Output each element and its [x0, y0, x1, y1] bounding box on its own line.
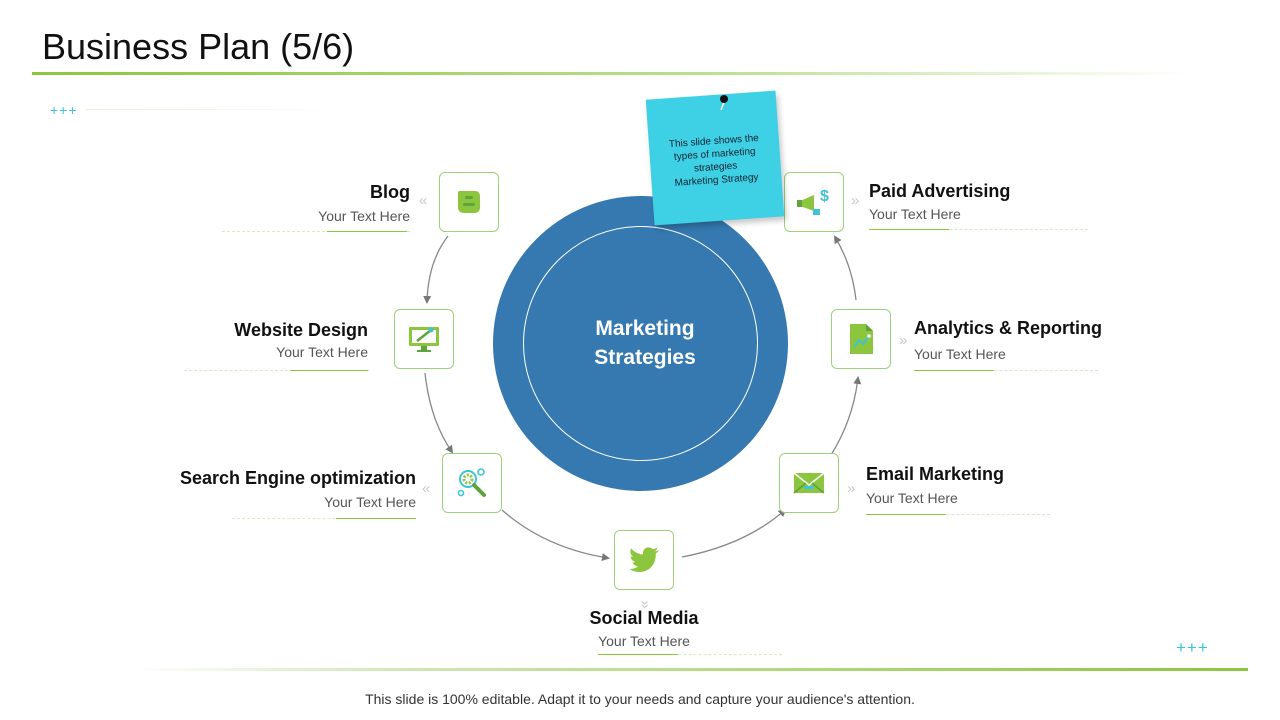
blog-label: Blog — [370, 182, 410, 202]
seo-underline — [232, 518, 416, 519]
plus-marks-top: +++ — [50, 102, 78, 118]
paid-advertising-label: Paid Advertising — [869, 181, 1011, 201]
slide-title: Business Plan (5/6) — [42, 26, 355, 67]
paid-advertising-icon-box[interactable]: $ — [784, 172, 844, 232]
sticky-note: This slide shows the types of marketing … — [645, 90, 785, 226]
analytics-icon-box[interactable] — [831, 309, 891, 369]
megaphone-dollar-icon: $ — [797, 188, 829, 215]
email-marketing-subtext: Your Text Here — [866, 490, 958, 506]
arrow-social-to-email — [681, 508, 787, 558]
sticky-note-text: This slide shows the types of marketing … — [649, 131, 782, 192]
arrow-seo-to-social — [501, 509, 610, 562]
website-design-subtext: Your Text Here — [276, 344, 368, 360]
seo-icon-box[interactable] — [442, 453, 502, 513]
footer-text: This slide is 100% editable. Adapt it to… — [365, 691, 915, 707]
pushpin-icon — [720, 95, 728, 111]
social-media-label: Social Media — [589, 608, 699, 628]
blog-icon-box[interactable] — [439, 172, 499, 232]
twitter-bird-icon — [629, 547, 659, 572]
email-marketing-chevron-icon: » — [847, 480, 856, 497]
analytics-underline — [914, 370, 1098, 371]
website-design-icon-box[interactable] — [394, 309, 454, 369]
seo-chevron-icon: « — [422, 480, 431, 497]
analytics-subtext: Your Text Here — [914, 346, 1006, 362]
bottom-rule — [130, 668, 1248, 671]
envelope-icon — [793, 472, 825, 494]
analytics-document-icon — [850, 324, 873, 354]
social-media-icon-box[interactable] — [614, 530, 674, 590]
social-media-subtext: Your Text Here — [598, 633, 690, 649]
blog-icon — [458, 191, 480, 213]
email-marketing-icon-box[interactable] — [779, 453, 839, 513]
paid-advertising-chevron-icon: » — [851, 192, 860, 209]
seo-search-icon — [457, 468, 486, 497]
website-design-label: Website Design — [234, 320, 368, 340]
blog-chevron-icon: « — [419, 192, 428, 209]
title-underline — [32, 72, 1192, 75]
arrow-blog-to-website — [423, 235, 449, 304]
center-title: Marketing Strategies — [560, 314, 730, 372]
arrow-website-to-seo — [424, 372, 454, 454]
arrow-email-to-analytics — [830, 376, 862, 456]
social-media-underline — [598, 654, 782, 655]
email-marketing-underline — [866, 514, 1050, 515]
blog-underline — [222, 231, 410, 232]
analytics-chevron-icon: » — [899, 332, 908, 349]
paid-advertising-underline — [869, 229, 1088, 230]
monitor-icon — [409, 327, 439, 352]
paid-advertising-subtext: Your Text Here — [869, 206, 961, 222]
blog-subtext: Your Text Here — [318, 208, 410, 224]
email-marketing-label: Email Marketing — [866, 464, 1005, 484]
center-title-line2: Strategies — [594, 346, 696, 369]
center-title-line1: Marketing — [595, 317, 695, 340]
plus-marks-bottom: +++ — [1176, 638, 1209, 657]
plus-line-top — [86, 109, 366, 110]
arrow-analytics-to-paid — [833, 235, 857, 301]
analytics-label: Analytics & Reporting — [914, 318, 1103, 338]
website-design-underline — [184, 370, 369, 371]
svg-text:$: $ — [820, 188, 829, 205]
seo-label: Search Engine optimization — [179, 468, 416, 488]
seo-subtext: Your Text Here — [324, 494, 416, 510]
center-inner-ring — [523, 226, 758, 461]
